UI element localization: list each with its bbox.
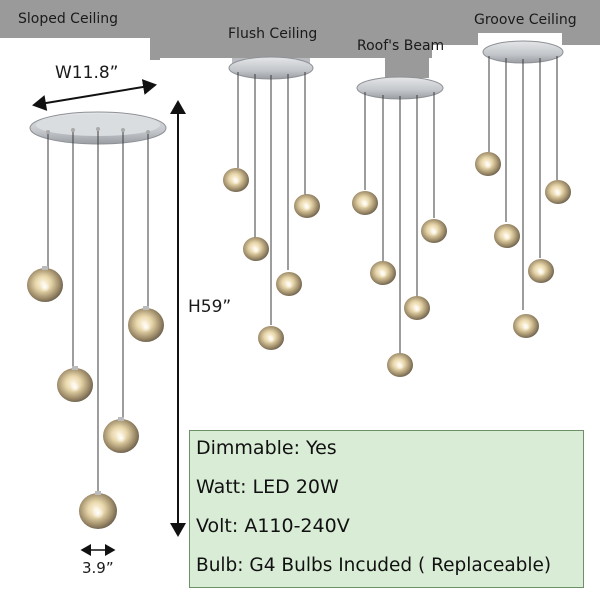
width-dimension-label: W11.8” [55,63,119,83]
glass-globe [128,306,164,342]
glass-globe [513,314,539,338]
specification-box: Dimmable: Yes Watt: LED 20W Volt: A110-2… [189,430,584,588]
main-pendant-fixture [27,111,167,529]
glass-globe [404,296,430,320]
spec-watt: Watt: LED 20W [196,476,339,498]
groove-ceiling-label: Groove Ceiling [474,12,577,28]
glass-globe [294,194,320,218]
flush-ceiling-label: Flush Ceiling [228,26,318,42]
spec-dimmable: Dimmable: Yes [196,437,337,459]
glass-globe [528,259,554,283]
glass-globe [243,237,269,261]
globe-dimension-label: 3.9” [82,559,114,577]
height-dimension-label: H59” [188,297,232,317]
glass-globe [103,417,139,453]
sloped-ceiling-step [150,36,160,60]
flush-pendant-fixture [223,56,320,350]
width-arrow [32,79,157,111]
glass-globe [258,326,284,350]
spec-bulb: Bulb: G4 Bulbs Incuded ( Replaceable) [196,555,552,576]
glass-globe [57,366,93,402]
ceiling-band [0,0,600,58]
roof-beam-label: Roof's Beam [357,38,445,54]
glass-globe [276,272,302,296]
glass-globe [475,152,501,176]
groove-pendant-fixture [475,40,571,338]
sloped-ceiling-label: Sloped Ceiling [18,11,118,27]
spec-volt: Volt: A110-240V [196,515,350,537]
glass-globe [387,353,413,377]
glass-globe [27,266,63,302]
glass-globe [352,191,378,215]
glass-globe [223,168,249,192]
glass-globe [494,224,520,248]
glass-globe [421,219,447,243]
glass-globe [545,180,571,204]
glass-globe [79,491,117,529]
beam-pendant-fixture [352,58,447,377]
glass-globe [370,261,396,285]
